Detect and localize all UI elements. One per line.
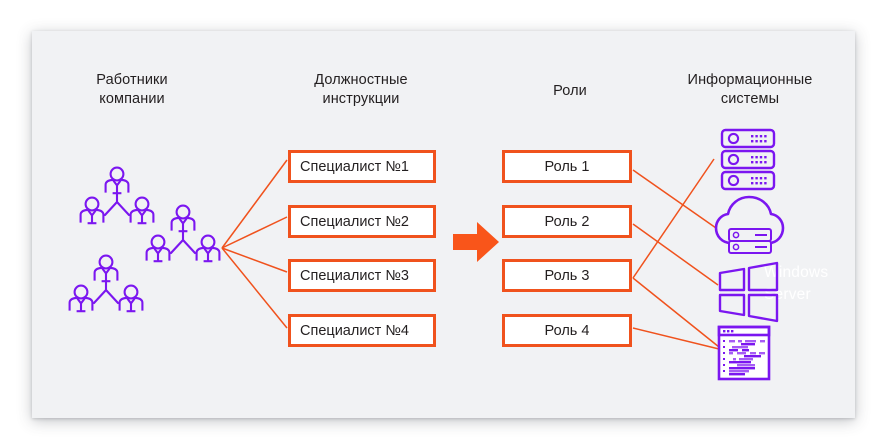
windows-server-label: Windows Server xyxy=(764,262,860,306)
role-box-label: Роль 3 xyxy=(544,267,590,284)
role-box-2[interactable]: Роль 2 xyxy=(502,205,632,238)
role-box-label: Роль 2 xyxy=(544,213,590,230)
job-box-label: Специалист №4 xyxy=(300,322,409,339)
windows-server-label-line-2: Server xyxy=(764,286,811,303)
role-box-label: Роль 4 xyxy=(544,322,590,339)
heading-line-2: инструкции xyxy=(322,91,400,107)
heading-line-2: компании xyxy=(99,91,165,107)
role-box-1[interactable]: Роль 1 xyxy=(502,150,632,183)
heading-line-1: Роли xyxy=(553,83,587,99)
heading-line-1: Информационные xyxy=(687,72,813,88)
job-box-label: Специалист №1 xyxy=(300,158,409,175)
heading-line-2: системы xyxy=(720,91,780,107)
job-box-3[interactable]: Специалист №3 xyxy=(288,259,436,292)
role-box-label: Роль 1 xyxy=(544,158,590,175)
job-box-label: Специалист №3 xyxy=(300,267,409,284)
column-heading-information-systems: Информационные системы xyxy=(655,71,845,109)
column-heading-job-descriptions: Должностные инструкции xyxy=(272,71,450,109)
job-box-2[interactable]: Специалист №2 xyxy=(288,205,436,238)
job-box-4[interactable]: Специалист №4 xyxy=(288,314,436,347)
windows-server-label-line-1: Windows xyxy=(764,264,829,281)
heading-line-1: Должностные xyxy=(314,72,408,88)
job-box-1[interactable]: Специалист №1 xyxy=(288,150,436,183)
role-box-4[interactable]: Роль 4 xyxy=(502,314,632,347)
role-box-3[interactable]: Роль 3 xyxy=(502,259,632,292)
column-heading-workers: Работники компании xyxy=(62,71,202,109)
heading-line-1: Работники xyxy=(96,72,168,88)
column-heading-roles: Роли xyxy=(500,82,640,101)
job-box-label: Специалист №2 xyxy=(300,213,409,230)
